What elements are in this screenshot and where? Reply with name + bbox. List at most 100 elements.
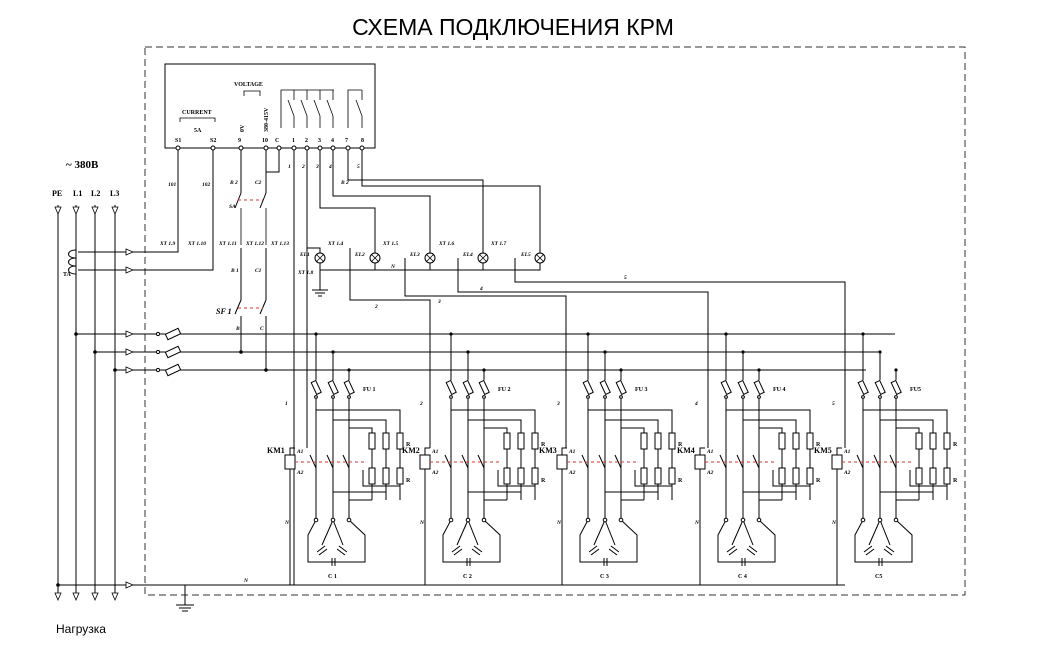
- contactor-label: KM5: [814, 446, 832, 455]
- svg-text:A1: A1: [568, 449, 576, 455]
- contactor-label: KM1: [267, 446, 285, 455]
- svg-text:4: 4: [328, 164, 332, 170]
- svg-text:R: R: [816, 478, 821, 484]
- svg-text:2: 2: [301, 164, 305, 170]
- main-power-buses: [74, 327, 895, 377]
- svg-text:R: R: [816, 442, 821, 448]
- contactor-label: KM4: [677, 446, 695, 455]
- neutral-bus: N: [56, 578, 845, 612]
- voltage-zero-label: 0V: [240, 124, 246, 132]
- svg-text:C: C: [275, 138, 279, 144]
- svg-text:R: R: [541, 478, 546, 484]
- svg-text:2: 2: [374, 304, 378, 310]
- contactor-label: KM2: [402, 446, 420, 455]
- indicator-lamps: 1 2 3 4 5 B 2 EL1 EL2 EL3 EL4 EL5 N: [288, 150, 546, 585]
- svg-text:R: R: [406, 478, 411, 484]
- svg-text:A1: A1: [296, 449, 304, 455]
- switch-sa-label: SA: [229, 204, 236, 210]
- svg-text:A2: A2: [843, 470, 851, 476]
- svg-text:2: 2: [305, 138, 308, 144]
- svg-text:2: 2: [419, 401, 423, 407]
- svg-text:1: 1: [288, 164, 291, 170]
- supply-buses: [54, 205, 119, 602]
- lamp-el4-label: EL4: [462, 252, 473, 258]
- svg-text:N: N: [284, 520, 290, 526]
- svg-text:N: N: [831, 520, 837, 526]
- capacitor-label: C 4: [738, 574, 747, 580]
- phase-labels: PE L1 L2 L3: [52, 189, 119, 198]
- svg-text:R: R: [678, 442, 683, 448]
- svg-text:101: 101: [168, 182, 177, 188]
- svg-text:XT 1.12: XT 1.12: [245, 241, 264, 247]
- svg-text:7: 7: [345, 138, 348, 144]
- svg-text:8: 8: [361, 138, 364, 144]
- svg-text:R: R: [406, 442, 411, 448]
- voltage-label: VOLTAGE: [234, 82, 263, 88]
- coil-control-wires: 2 3 4 5: [306, 248, 846, 448]
- lamp-el3-label: EL3: [409, 252, 420, 258]
- svg-text:5: 5: [832, 401, 835, 407]
- phase-label-l2: L2: [91, 189, 100, 198]
- current-label: CURRENT: [182, 110, 212, 116]
- current-transformer: TA: [63, 249, 88, 278]
- svg-text:C1: C1: [255, 268, 262, 274]
- capacitor-label: C5: [875, 574, 882, 580]
- svg-text:3: 3: [437, 299, 441, 305]
- svg-text:N: N: [390, 264, 396, 270]
- svg-text:5: 5: [357, 164, 360, 170]
- svg-text:N: N: [694, 520, 700, 526]
- svg-text:N: N: [419, 520, 425, 526]
- current-rating: 5A: [194, 128, 202, 134]
- voltage-range-label: 380-415V: [264, 107, 270, 132]
- control-voltage-circuit: B 2 C2 SA B 1 C1 SF 1 B C: [216, 150, 280, 372]
- svg-text:A2: A2: [568, 470, 576, 476]
- supply-voltage-label: ~ 380В: [66, 159, 99, 171]
- svg-text:B 1: B 1: [230, 268, 239, 274]
- svg-text:C: C: [260, 326, 264, 332]
- svg-text:9: 9: [238, 138, 241, 144]
- svg-text:XT 1.5: XT 1.5: [382, 241, 399, 247]
- svg-text:4: 4: [331, 138, 334, 144]
- svg-text:102: 102: [202, 182, 211, 188]
- svg-text:A2: A2: [296, 470, 304, 476]
- svg-text:R: R: [541, 442, 546, 448]
- lamp-el2-label: EL2: [354, 252, 365, 258]
- svg-text:3: 3: [556, 401, 560, 407]
- svg-text:4: 4: [694, 401, 698, 407]
- svg-text:4: 4: [479, 286, 483, 292]
- cabinet-boundary: [144, 46, 966, 596]
- svg-text:5: 5: [624, 275, 627, 281]
- svg-text:3: 3: [318, 138, 321, 144]
- svg-text:XT 1.10: XT 1.10: [187, 241, 206, 247]
- svg-text:XT 1.6: XT 1.6: [438, 241, 455, 247]
- load-label: Нагрузка: [56, 622, 106, 636]
- svg-text:A1: A1: [431, 449, 439, 455]
- svg-text:A2: A2: [431, 470, 439, 476]
- transformer-label: TA: [63, 272, 72, 278]
- svg-text:XT 1.4: XT 1.4: [327, 241, 344, 247]
- contactor-label: KM3: [539, 446, 557, 455]
- svg-text:R: R: [953, 442, 958, 448]
- phase-label-l3: L3: [110, 189, 119, 198]
- fuse-label: FU 4: [773, 387, 786, 393]
- svg-text:N: N: [243, 578, 249, 584]
- svg-text:A1: A1: [706, 449, 714, 455]
- lamp-el1-label: EL1: [299, 252, 310, 258]
- capacitor-label: C 2: [463, 574, 472, 580]
- svg-text:XT 1.8: XT 1.8: [297, 270, 314, 276]
- svg-text:3: 3: [315, 164, 319, 170]
- svg-text:B 2: B 2: [340, 180, 349, 186]
- capacitor-label: C 3: [600, 574, 609, 580]
- diagram-title: СХЕМА ПОДКЛЮЧЕНИЯ КРМ: [352, 14, 674, 40]
- svg-text:XT 1.9: XT 1.9: [159, 241, 176, 247]
- phase-label-l1: L1: [73, 189, 82, 198]
- svg-text:N: N: [556, 520, 562, 526]
- svg-text:1: 1: [285, 401, 288, 407]
- phase-label-pe: PE: [52, 189, 62, 198]
